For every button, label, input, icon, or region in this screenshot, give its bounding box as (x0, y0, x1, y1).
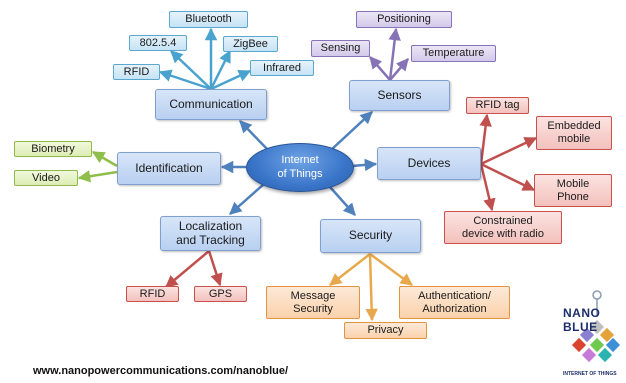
leaf-zigbee-label: ZigBee (233, 37, 268, 50)
leaf-constrained-device: Constrained device with radio (444, 211, 562, 244)
leaf-authentication-line2: Authorization (422, 302, 487, 315)
leaf-bluetooth: Bluetooth (169, 11, 248, 28)
logo-diamond (605, 337, 621, 353)
node-devices-label: Devices (407, 155, 451, 170)
leaf-authentication: Authentication/ Authorization (399, 286, 510, 319)
leaf-zigbee: ZigBee (223, 36, 278, 52)
logo-diamond (571, 337, 587, 353)
hub-internet-of-things: Internet of Things (246, 143, 354, 192)
node-security-label: Security (348, 228, 393, 243)
leaf-sensing: Sensing (311, 40, 370, 57)
node-localization-line1: Localization (178, 218, 243, 233)
leaf-video-label: Video (32, 171, 60, 184)
logo-tagline: INTERNET OF THINGS (563, 371, 617, 377)
node-sensors-label: Sensors (377, 87, 422, 102)
leaf-mobile-phone-line2: Phone (557, 190, 589, 203)
leaf-802-5-4-label: 802.5.4 (139, 36, 177, 49)
nanoblue-logo-mark (571, 290, 621, 363)
leaf-rfid-comm: RFID (113, 64, 160, 80)
footer-url: www.nanopowercommunications.com/nanoblue… (33, 365, 289, 377)
leaf-802-5-4: 802.5.4 (129, 35, 187, 51)
node-localization-tracking: Localization and Tracking (160, 216, 261, 251)
leaf-privacy-label: Privacy (367, 324, 404, 337)
logo-name: NANO BLUE (563, 306, 601, 334)
logo-diamond (581, 347, 597, 363)
node-identification-label: Identification (135, 160, 203, 175)
leaf-constrained-device-line1: Constrained (473, 214, 533, 227)
logo-diamond (579, 327, 595, 343)
leaf-rfid-comm-label: RFID (123, 65, 150, 78)
logo-diamond (597, 347, 613, 363)
leaf-biometry: Biometry (14, 141, 92, 157)
logo-top-ring (592, 290, 602, 300)
leaf-rfid-tag-label: RFID tag (475, 99, 520, 112)
leaf-embedded-mobile-line1: Embedded (547, 120, 601, 133)
leaf-mobile-phone: Mobile Phone (534, 174, 612, 207)
hub-label-line2: of Things (277, 167, 323, 180)
leaf-infrared-label: Infrared (263, 61, 301, 74)
leaf-positioning: Positioning (356, 11, 452, 28)
leaf-biometry-label: Biometry (31, 142, 75, 155)
leaf-authentication-line1: Authentication/ (418, 289, 491, 302)
leaf-temperature-label: Temperature (422, 47, 485, 60)
logo-diamond (589, 319, 605, 335)
node-sensors: Sensors (349, 80, 450, 111)
leaf-privacy: Privacy (344, 322, 427, 339)
leaf-mobile-phone-line1: Mobile (556, 177, 590, 190)
hub-label-line1: Internet (281, 154, 319, 167)
leaf-embedded-mobile-line2: mobile (557, 133, 591, 145)
node-security: Security (320, 219, 421, 253)
leaf-rfid-loc: RFID (126, 286, 179, 302)
leaf-rfid-tag: RFID tag (466, 97, 529, 114)
node-communication: Communication (155, 89, 267, 120)
leaf-gps-label: GPS (208, 287, 233, 300)
leaf-infrared: Infrared (250, 60, 314, 76)
logo-diamond (589, 337, 605, 353)
leaf-video: Video (14, 170, 78, 186)
leaf-message-security-line2: Security (293, 302, 333, 315)
leaf-embedded-mobile: Embedded mobile (536, 116, 612, 150)
leaf-positioning-label: Positioning (377, 13, 431, 26)
node-localization-line2: and Tracking (176, 232, 245, 247)
node-communication-label: Communication (169, 96, 253, 111)
leaf-constrained-device-line2: device with radio (462, 227, 544, 240)
leaf-message-security: Message Security (266, 286, 360, 319)
node-identification: Identification (117, 152, 221, 185)
leaf-message-security-line1: Message (290, 289, 336, 302)
leaf-temperature: Temperature (411, 45, 496, 62)
leaf-sensing-label: Sensing (320, 42, 361, 55)
leaf-rfid-loc-label: RFID (139, 287, 166, 300)
logo-diamond (599, 327, 615, 343)
leaf-bluetooth-label: Bluetooth (185, 13, 232, 26)
node-devices: Devices (377, 147, 481, 180)
leaf-gps: GPS (194, 286, 247, 302)
